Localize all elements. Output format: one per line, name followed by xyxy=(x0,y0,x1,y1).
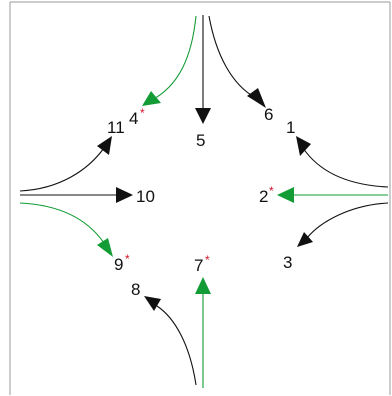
movement-label-10: 10 xyxy=(136,187,155,206)
movement-star-2: * xyxy=(269,184,274,198)
movement-9-arrowhead xyxy=(97,238,113,257)
movement-11-path xyxy=(19,147,105,192)
movement-8-arrowhead xyxy=(144,296,161,311)
movement-label-1: 1 xyxy=(286,118,295,137)
movement-4-path xyxy=(149,15,197,102)
movement-star-9: * xyxy=(125,252,130,266)
movement-3-arrowhead xyxy=(297,232,313,247)
movement-10-arrowhead xyxy=(116,187,133,203)
movement-star-7: * xyxy=(205,253,210,267)
movement-star-4: * xyxy=(140,106,145,120)
movement-label-9: 9 xyxy=(114,255,123,274)
movement-4-arrowhead xyxy=(142,91,161,106)
movement-6-path xyxy=(208,15,257,99)
movement-label-3: 3 xyxy=(283,253,292,272)
movement-3-path xyxy=(306,202,389,239)
movement-9-path xyxy=(19,202,105,244)
movement-7-arrowhead xyxy=(195,277,211,294)
movement-label-2: 2 xyxy=(259,187,268,206)
movement-1-path xyxy=(302,147,389,188)
movement-1-arrowhead xyxy=(296,136,311,156)
movement-11-arrowhead xyxy=(97,136,112,155)
movement-2-arrowhead xyxy=(277,187,294,203)
movement-label-6: 6 xyxy=(264,105,273,124)
movement-5-arrowhead xyxy=(195,108,211,124)
movement-label-11: 11 xyxy=(107,118,125,137)
movement-6-arrowhead xyxy=(247,88,266,108)
movement-label-4: 4 xyxy=(129,109,138,128)
movement-label-8: 8 xyxy=(131,280,140,299)
movement-8-path xyxy=(156,305,197,386)
movement-label-5: 5 xyxy=(196,131,205,150)
movement-label-7: 7 xyxy=(194,256,203,275)
